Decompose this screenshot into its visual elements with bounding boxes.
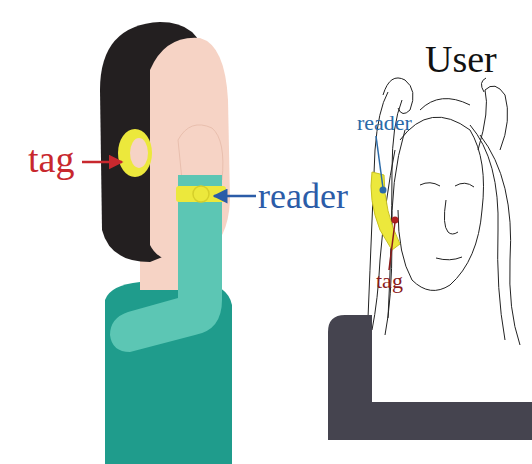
arm	[110, 175, 222, 352]
hand	[383, 78, 413, 114]
part-label: reader	[258, 178, 348, 214]
reader-arrow	[214, 195, 256, 198]
finger	[481, 78, 486, 92]
hair-line	[480, 135, 520, 345]
reader-leader	[376, 136, 383, 188]
hand	[178, 125, 223, 180]
tag-arrow	[82, 161, 122, 164]
reader-band	[371, 172, 400, 250]
cartoon-person	[100, 22, 232, 464]
laptop-shape	[328, 315, 532, 440]
eye	[420, 183, 440, 186]
hair-line	[420, 99, 470, 110]
ear-tag	[118, 129, 152, 177]
face-outline	[398, 117, 484, 290]
mouth	[436, 257, 462, 260]
part-label: tag	[28, 140, 74, 178]
ear	[130, 138, 148, 168]
part-label: tag	[376, 270, 403, 292]
nose	[444, 200, 458, 234]
tag-leader	[389, 222, 395, 270]
hair-line	[470, 125, 505, 340]
reader-band	[176, 186, 226, 202]
reader-device	[193, 186, 209, 202]
eye	[455, 183, 474, 187]
part-label: reader	[357, 112, 412, 134]
hand	[478, 86, 508, 150]
figure-title: User	[425, 40, 497, 78]
